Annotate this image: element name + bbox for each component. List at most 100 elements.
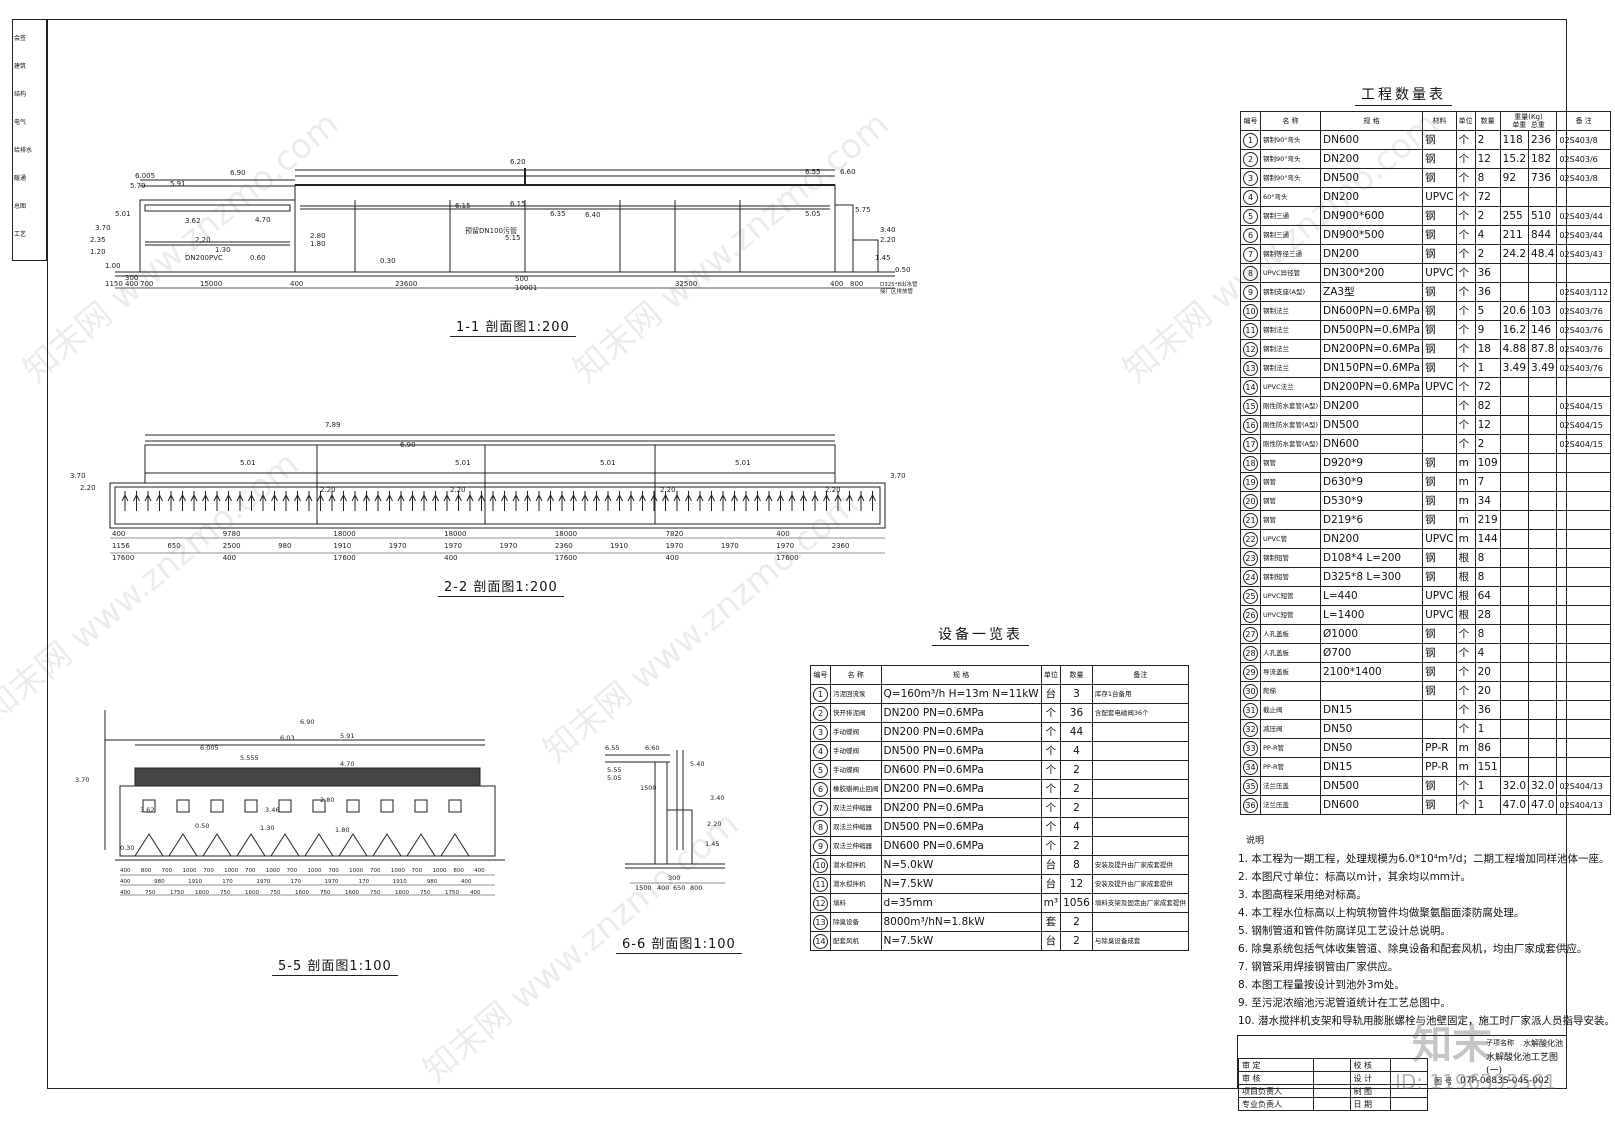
item-number-badge: 26 (1243, 607, 1258, 623)
item-number-badge: 31 (1243, 702, 1258, 718)
table-cell: DN600 (1320, 795, 1424, 815)
table-cell: 4 (1060, 817, 1093, 837)
table-cell: 219 (1474, 510, 1501, 530)
elev-label: 6.15 (510, 200, 526, 208)
elev-label: 2.35 (90, 236, 106, 244)
diffuser-head (236, 493, 244, 502)
table-cell: DN500 (1320, 168, 1424, 188)
table-cell (1499, 415, 1530, 435)
table-cell: 个 (1455, 396, 1476, 416)
table-cell (1528, 643, 1558, 663)
table-cell: 个 (1455, 624, 1476, 644)
table-cell: 个 (1040, 779, 1062, 799)
diffuser-head (535, 493, 543, 502)
dim-label: 170 (222, 879, 233, 885)
table-cell (1499, 263, 1530, 283)
window-opening (210, 799, 224, 813)
table-cell: 刚性防水套管(A型) (1259, 434, 1322, 454)
table-cell: 个 (1040, 817, 1062, 837)
table-cell: 1 (1474, 358, 1501, 378)
elev-label: 6.005 (200, 744, 219, 752)
table-cell: N=5.0kW (880, 855, 1042, 875)
header-cell: 规 格 (1320, 111, 1424, 131)
table-cell: 92 (1499, 168, 1530, 188)
table-cell: DN200PN=0.6MPa (1320, 339, 1424, 359)
table-cell (1556, 187, 1611, 207)
table-cell: 8 (1474, 567, 1501, 587)
elev-label: 6.90 (400, 441, 416, 449)
elev-label: 1500 (640, 784, 657, 792)
table-cell: UPVC法兰 (1259, 377, 1322, 397)
table-cell: 钢管 (1259, 491, 1322, 511)
table-cell: 32.0 (1499, 776, 1530, 796)
strip-label: 建筑 (14, 63, 27, 70)
table-cell: DN15 (1320, 757, 1424, 777)
item-number-badge: 23 (1243, 550, 1258, 566)
diffuser-head (317, 493, 324, 502)
sludge-hopper (338, 833, 368, 857)
table-cell: 24.2 (1499, 244, 1530, 264)
item-number-badge: 8 (813, 819, 828, 835)
table-cell: 人孔盖板 (1259, 643, 1322, 663)
item-number: 3 (810, 722, 831, 742)
table-cell: 导流盖板 (1259, 662, 1322, 682)
table-cell: 法兰压盖 (1259, 776, 1322, 796)
table-cell: 钢 (1422, 567, 1457, 587)
table-cell: DN500PN=0.6MPa (1320, 320, 1424, 340)
diffuser-head (685, 493, 692, 502)
elev-label: 3.40 (880, 226, 896, 234)
diffuser-head (432, 493, 439, 502)
table-cell (1556, 757, 1611, 777)
table-cell: 个 (1455, 263, 1476, 283)
table-cell: 02S403/76 (1556, 339, 1611, 359)
table-cell (1499, 453, 1530, 473)
sludge-hopper (304, 833, 334, 857)
pipe-note: 接厂区排放管 (880, 287, 914, 295)
dim-label: 15000 (200, 280, 222, 288)
item-number-badge: 17 (1243, 436, 1258, 452)
item-number: 13 (1240, 358, 1261, 378)
dim-label: 1970 (721, 542, 739, 550)
item-number: 17 (1240, 434, 1261, 454)
table-cell: 236 (1528, 130, 1558, 150)
dim-label: 170 (359, 879, 370, 885)
table-cell: 3 (1060, 684, 1093, 704)
item-number: 1 (1240, 130, 1261, 150)
dim-label: 17600 (333, 554, 355, 562)
pipe-note: D325*8出水管 (880, 280, 918, 288)
table-cell: 2100*1400 (1320, 662, 1424, 682)
item-number: 12 (1240, 339, 1261, 359)
quantity-table-title: 工程数量表 (1355, 84, 1452, 106)
table-cell: 02S403/8 (1556, 130, 1611, 150)
elev-label: 3.70 (890, 472, 906, 480)
tb-label: 制 图 (1349, 1084, 1391, 1098)
header-cell: 数量 (1474, 111, 1501, 131)
table-cell: PP-R (1422, 738, 1457, 758)
note-item: 8. 本图工程量按设计到池外3m处。 (1238, 979, 1405, 991)
sludge-hopper (406, 833, 436, 857)
table-cell: 20 (1474, 662, 1501, 682)
strip-label: 结构 (14, 91, 27, 98)
elev-label: 0.30 (380, 257, 396, 265)
diffuser-head (788, 493, 796, 502)
table-cell: m (1455, 453, 1476, 473)
table-cell: 钢制等径三通 (1259, 244, 1322, 264)
dim-label: 18000 (444, 530, 466, 538)
table-cell: 36 (1474, 282, 1501, 302)
elev-label: 5.75 (855, 206, 871, 214)
table-cell: 18 (1474, 339, 1501, 359)
item-number: 14 (810, 931, 831, 951)
table-cell: 28 (1474, 605, 1501, 625)
note-item: 5. 钢制管道和管件防腐详见工艺设计总说明。 (1238, 925, 1451, 937)
section-2-2-drawing: 7.89 6.90 5.01 5.01 5.01 5.01 2.20 2.20 … (70, 421, 906, 562)
